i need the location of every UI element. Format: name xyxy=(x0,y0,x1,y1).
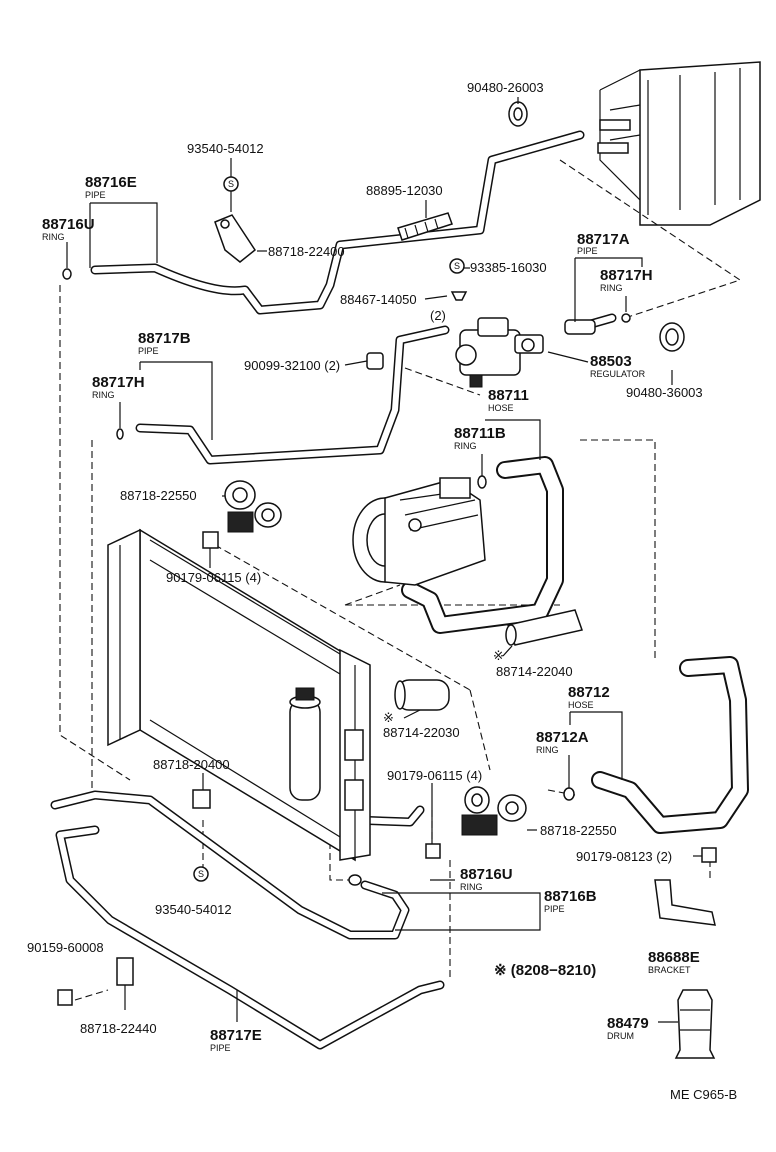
label-asterisk-22040: ※ xyxy=(493,648,504,663)
label-88711-type: HOSE xyxy=(488,403,514,413)
label-88688E-type: BRACKET xyxy=(648,965,691,975)
label-88717E-type: PIPE xyxy=(210,1043,231,1053)
label-90179-06115-top: 90179-06115 (4) xyxy=(166,570,261,585)
compressor xyxy=(352,477,486,586)
fittings xyxy=(57,101,717,1059)
label-88895-12030: 88895-12030 xyxy=(366,183,443,198)
label-date-note: ※ (8208−8210) xyxy=(494,962,596,979)
label-88717B: 88717B xyxy=(138,330,191,347)
label-88716E: 88716E xyxy=(85,174,137,191)
label-88717H-left: 88717H xyxy=(92,374,145,391)
label-88718-22550-top: 88718-22550 xyxy=(120,488,197,503)
label-88718-22550-bottom: 88718-22550 xyxy=(540,823,617,838)
label-88711: 88711 xyxy=(488,387,529,404)
pipe-88717E xyxy=(55,825,445,1050)
label-88712A-type: RING xyxy=(536,745,559,755)
label-88716B: 88716B xyxy=(544,888,597,905)
label-93385-16030: 93385-16030 xyxy=(470,260,547,275)
label-93540-54012-top: 93540-54012 xyxy=(187,141,264,156)
label-88467-14050: 88467-14050 xyxy=(340,292,417,307)
s-mark-top: S xyxy=(228,179,234,189)
label-88503: 88503 xyxy=(590,353,632,370)
label-88711B: 88711B xyxy=(454,425,506,442)
label-88712A: 88712A xyxy=(536,729,589,746)
label-88479: 88479 xyxy=(607,1015,649,1032)
label-88717B-type: PIPE xyxy=(138,346,159,356)
label-88717A-type: PIPE xyxy=(577,246,598,256)
label-90159-60008: 90159-60008 xyxy=(27,940,104,955)
receiver-drier xyxy=(289,687,321,801)
regulator-88503 xyxy=(455,317,544,388)
pipe-88716E xyxy=(90,130,585,315)
label-88479-type: DRUM xyxy=(607,1031,634,1041)
label-asterisk-22030: ※ xyxy=(383,710,394,725)
s-mark-bottom: S xyxy=(198,869,204,879)
label-88716U-bottom: 88716U xyxy=(460,866,513,883)
s-mark-regulator: S xyxy=(454,261,460,271)
label-88712-type: HOSE xyxy=(568,700,594,710)
label-88712: 88712 xyxy=(568,684,610,701)
label-88716U-top: 88716U xyxy=(42,216,95,233)
label-88716U-top-type: RING xyxy=(42,232,65,242)
pipe-88717B xyxy=(135,325,450,465)
label-88717H-right-type: RING xyxy=(600,283,623,293)
label-88717E: 88717E xyxy=(210,1027,262,1044)
label-88717A: 88717A xyxy=(577,231,630,248)
label-88503-type: REGULATOR xyxy=(590,369,646,379)
evaporator-unit xyxy=(597,61,761,226)
label-88718-20400: 88718-20400 xyxy=(153,757,230,772)
label-88711B-type: RING xyxy=(454,441,477,451)
part-labels: 90480-26003 93540-54012 88716E PIPE 8889… xyxy=(27,80,737,1102)
label-88717H-right: 88717H xyxy=(600,267,653,284)
label-90099-32100: 90099-32100 (2) xyxy=(244,358,340,373)
label-90480-36003: 90480-36003 xyxy=(626,385,703,400)
label-88716U-bottom-type: RING xyxy=(460,882,483,892)
label-88716B-type: PIPE xyxy=(544,904,565,914)
label-88714-22040: 88714-22040 xyxy=(496,664,573,679)
label-90480-26003: 90480-26003 xyxy=(467,80,544,95)
label-93540-54012-bottom: 93540-54012 xyxy=(155,902,232,917)
label-90179-08123: 90179-08123 (2) xyxy=(576,849,672,864)
figure-code: ME C965-B xyxy=(670,1087,737,1102)
label-88718-22440: 88718-22440 xyxy=(80,1021,157,1036)
label-88714-22030: 88714-22030 xyxy=(383,725,460,740)
hose-88712 xyxy=(591,656,749,834)
label-88467-qty: (2) xyxy=(430,308,446,323)
leader-lines xyxy=(66,97,702,1023)
label-90179-06115-mid: 90179-06115 (4) xyxy=(387,768,482,783)
label-88716E-type: PIPE xyxy=(85,190,106,200)
label-88688E: 88688E xyxy=(648,949,700,966)
label-88717H-left-type: RING xyxy=(92,390,115,400)
label-88718-22400: 88718-22400 xyxy=(268,244,345,259)
hose-88711 xyxy=(401,456,564,634)
